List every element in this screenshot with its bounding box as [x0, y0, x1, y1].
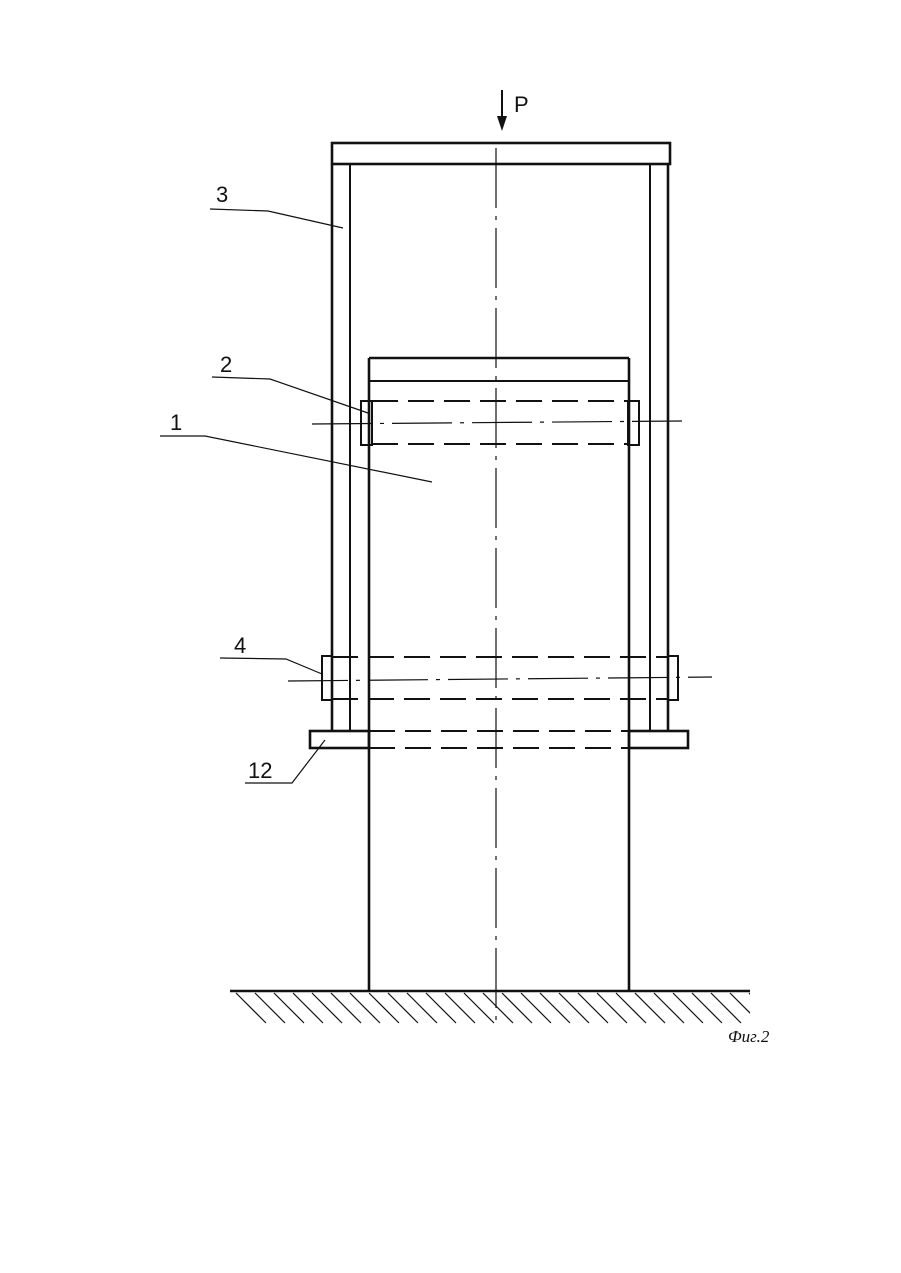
hatch-stroke — [768, 993, 798, 1023]
lower-pin-part-4 — [288, 656, 712, 700]
load-label: P — [514, 92, 529, 117]
hatch-stroke — [274, 993, 304, 1023]
hatch-stroke — [540, 993, 570, 1023]
label-part-2: 2 — [220, 352, 232, 377]
hatch-stroke — [521, 993, 551, 1023]
upper-pin-part-2 — [312, 401, 682, 445]
hatch-stroke — [692, 993, 722, 1023]
label-part-1: 1 — [170, 410, 182, 435]
hatch-stroke — [255, 993, 285, 1023]
hatch-stroke — [673, 993, 703, 1023]
column-part-1 — [369, 358, 629, 991]
hatch-stroke — [578, 993, 608, 1023]
hatch-stroke — [559, 993, 589, 1023]
hatch-stroke — [464, 993, 494, 1023]
hatch-stroke — [711, 993, 741, 1023]
figure-caption: Фиг.2 — [728, 1027, 770, 1046]
hatch-stroke — [445, 993, 475, 1023]
hatch-stroke — [597, 993, 627, 1023]
support-plate-part-12 — [310, 731, 688, 748]
hatch-stroke — [312, 993, 342, 1023]
hatch-stroke — [293, 993, 323, 1023]
hatch-stroke — [616, 993, 646, 1023]
hatch-stroke — [654, 993, 684, 1023]
hatch-stroke — [407, 993, 437, 1023]
hatch-stroke — [483, 993, 513, 1023]
hatch-stroke — [426, 993, 456, 1023]
hatch-stroke — [787, 993, 817, 1023]
label-part-12: 12 — [248, 758, 272, 783]
hatch-stroke — [331, 993, 361, 1023]
label-part-4: 4 — [234, 633, 246, 658]
ground-hatching — [230, 991, 817, 1023]
hatch-stroke — [502, 993, 532, 1023]
hatch-stroke — [635, 993, 665, 1023]
hatch-stroke — [749, 993, 779, 1023]
hatch-stroke — [730, 993, 760, 1023]
hatch-stroke — [236, 993, 266, 1023]
label-part-3: 3 — [216, 182, 228, 207]
load-arrow — [497, 90, 507, 131]
hatch-stroke — [350, 993, 380, 1023]
frame-part-3 — [332, 143, 670, 730]
hatch-stroke — [388, 993, 418, 1023]
leader-lines — [160, 209, 432, 783]
hatch-stroke — [369, 993, 399, 1023]
